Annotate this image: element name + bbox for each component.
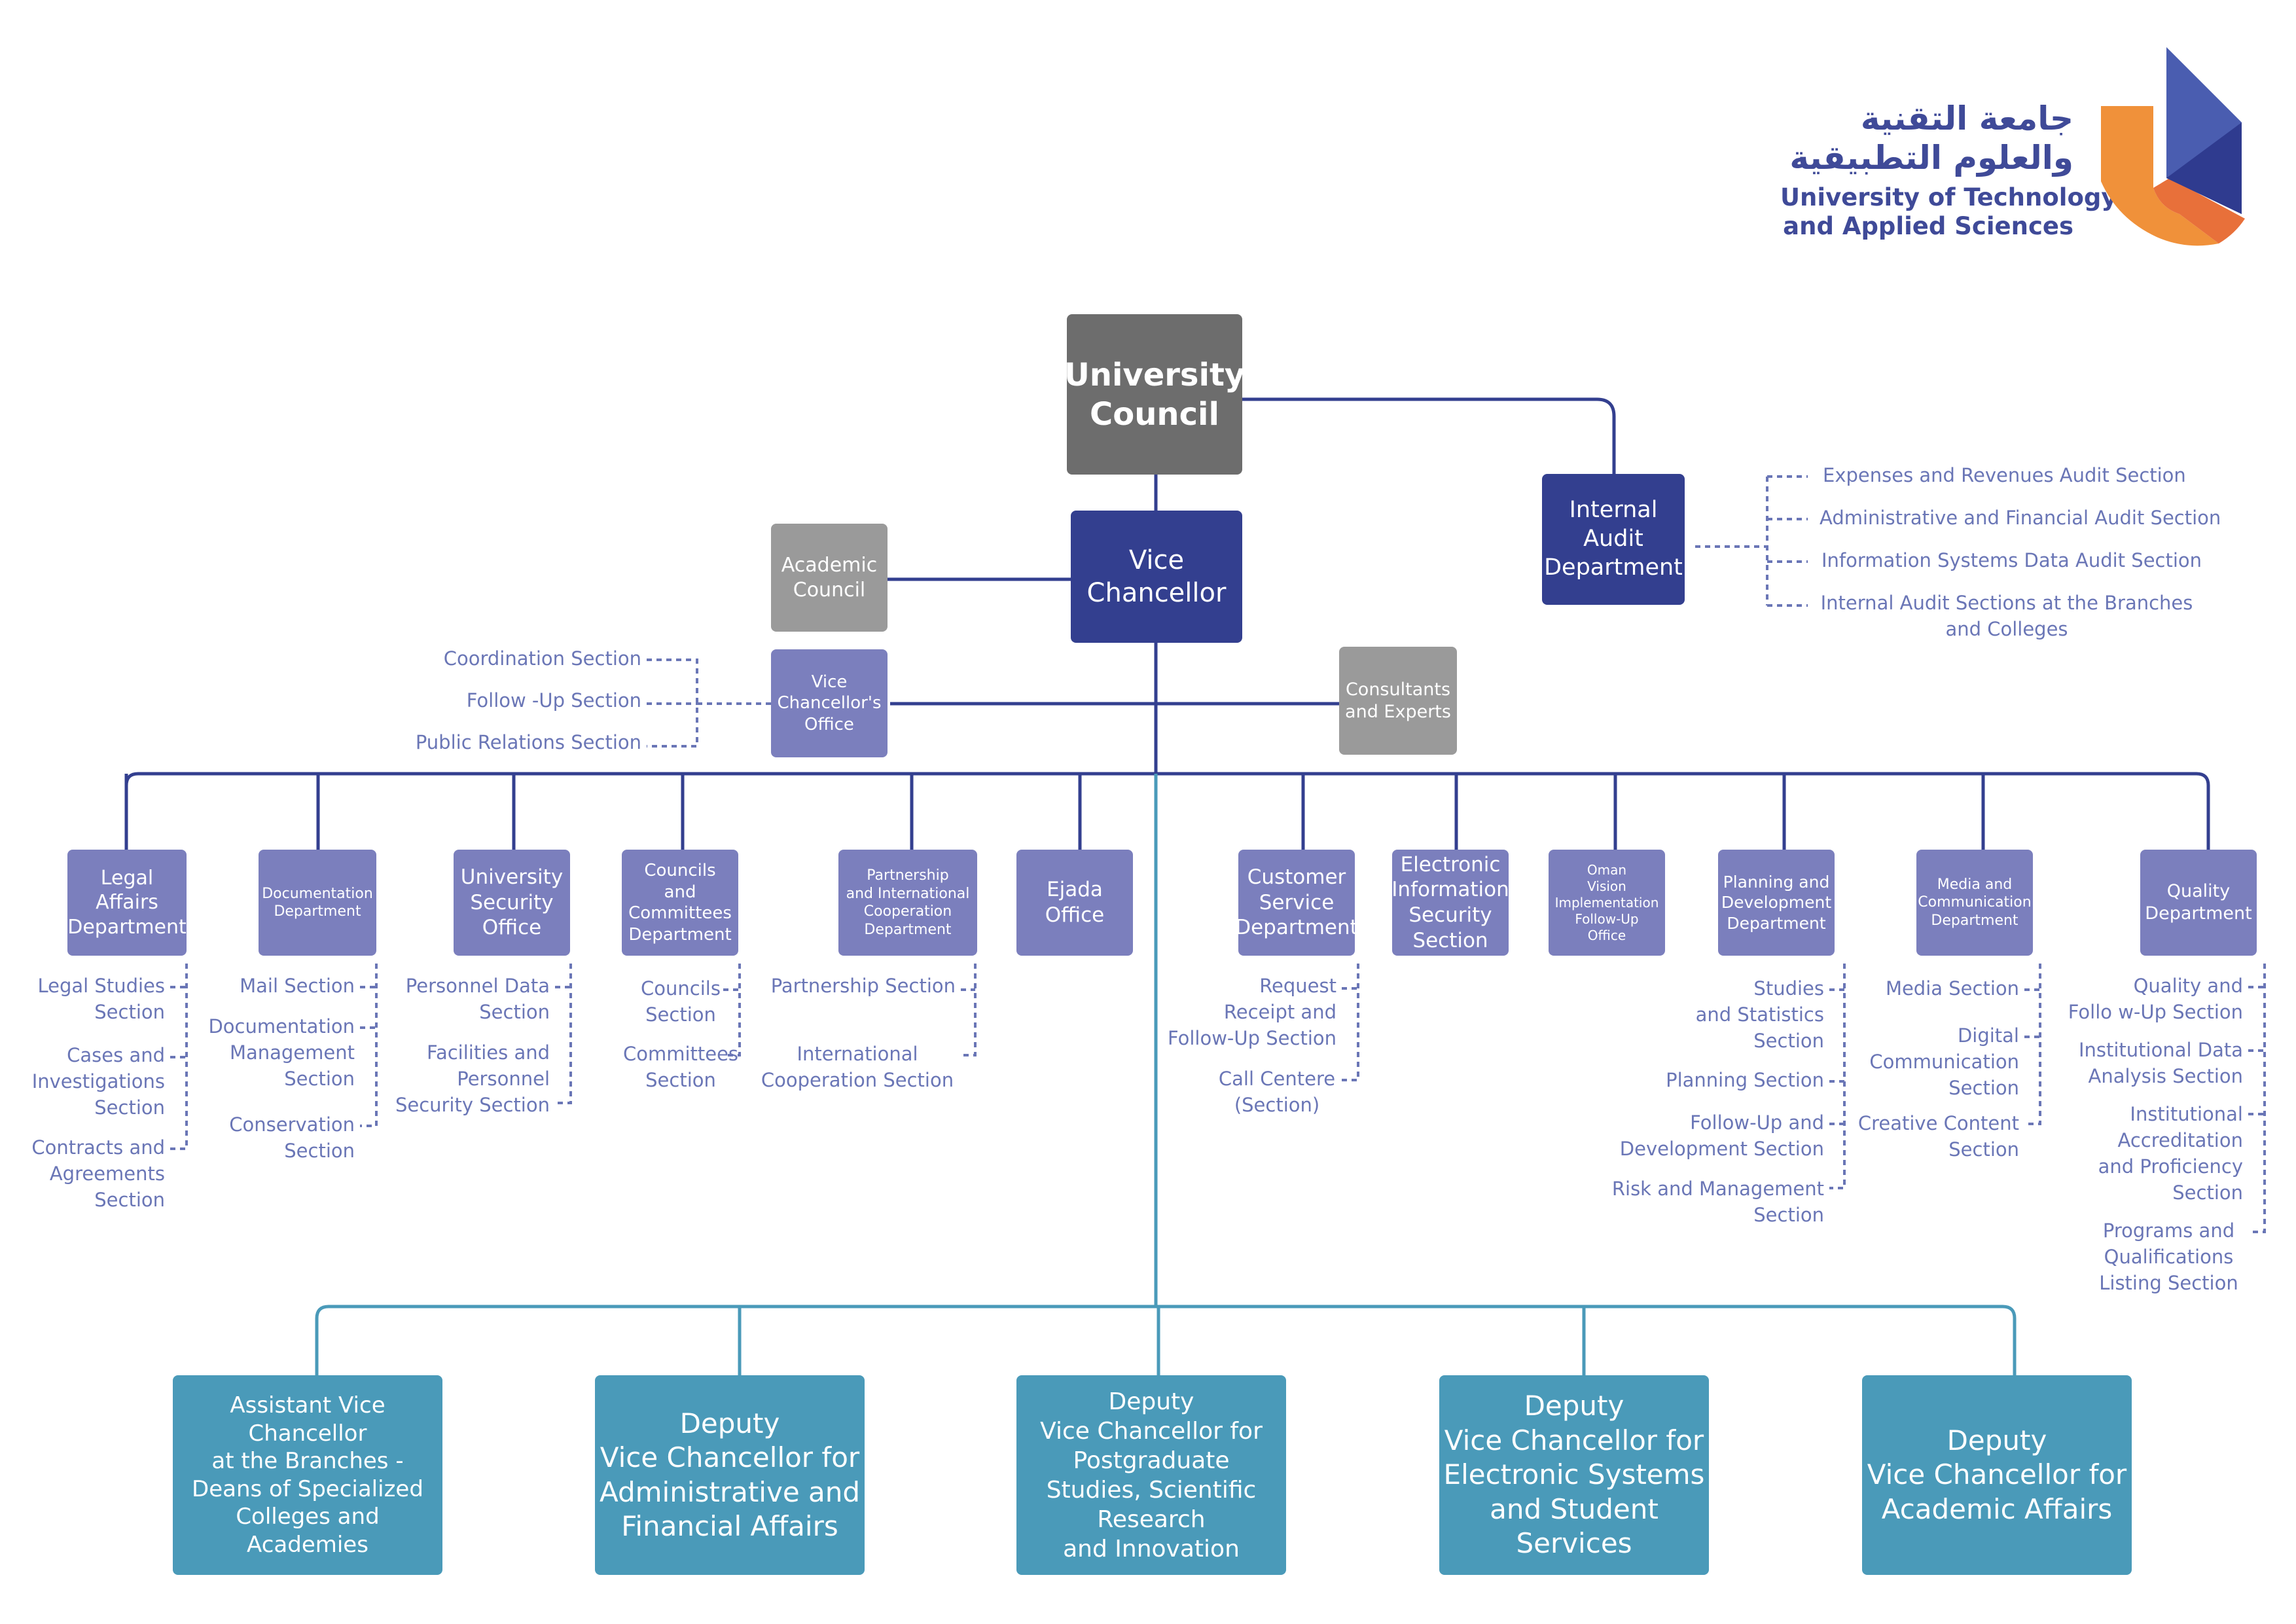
vice-chancellor-label: Vice Chancellor xyxy=(1086,545,1227,608)
audit-section-1: Expenses and Revenues Audit Section xyxy=(1823,464,2186,486)
quality-section-2: Institutional Data Analysis Section xyxy=(2078,1039,2243,1087)
dept-media-communication: Media and Communication Department xyxy=(1916,850,2033,956)
security-section-1: Personnel Data Section xyxy=(405,975,550,1023)
planning-section-1: Studies and Statistics Section xyxy=(1695,977,1824,1052)
dept-ejada-office: Ejada Office xyxy=(1016,850,1133,956)
dept-media-communication-label: Media and Communication Department xyxy=(1918,876,2032,929)
media-section-3: Creative Content Section xyxy=(1857,1112,2019,1161)
media-section-2: Digital Communication Section xyxy=(1869,1024,2019,1099)
audit-section-4: Internal Audit Sections at the Branches … xyxy=(1820,592,2193,640)
office-section-public-relations: Public Relations Section xyxy=(415,731,641,753)
internal-audit-box: Internal Audit Department xyxy=(1542,474,1685,605)
academic-council-box: Academic Council xyxy=(771,524,888,632)
partnership-section-2: International Cooperation Section xyxy=(761,1043,954,1091)
office-section-follow-up: Follow -Up Section xyxy=(466,689,641,712)
media-section-1: Media Section xyxy=(1885,977,2019,1000)
audit-section-2: Administrative and Financial Audit Secti… xyxy=(1820,507,2221,529)
quality-section-1: Quality and Follo w-Up Section xyxy=(2068,975,2243,1023)
dept-councils-committees: Councils and Committees Department xyxy=(622,850,738,956)
quality-section-4: Programs and Qualifications Listing Sect… xyxy=(2099,1219,2238,1294)
dept-electronic-security: Electronic Information Security Section xyxy=(1391,850,1509,956)
logo-english-line1: University of Technology xyxy=(1780,183,2117,211)
consultants-label: Consultants and Experts xyxy=(1345,679,1451,722)
logo-arabic-line2: والعلوم التطبيقية xyxy=(1789,139,2073,177)
university-council-box: University Council xyxy=(1064,314,1246,475)
dept-documentation-label: Documentation Department xyxy=(262,885,373,920)
planning-section-2: Planning Section xyxy=(1666,1069,1824,1091)
customer-section-1: Request Receipt and Follow-Up Section xyxy=(1167,975,1336,1049)
dept-documentation: Documentation Department xyxy=(259,850,376,956)
deputy-electronic-student-label: Deputy Vice Chancellor for Electronic Sy… xyxy=(1443,1390,1705,1560)
vc-office-label: Vice Chancellor's Office xyxy=(777,672,882,734)
dept-legal-affairs: Legal Affairs Department xyxy=(67,850,187,956)
logo-mark-icon xyxy=(2101,47,2245,246)
office-section-coordination: Coordination Section xyxy=(443,647,641,670)
dept-partnership-label: Partnership and International Cooperatio… xyxy=(846,867,970,938)
dept-electronic-security-label: Electronic Information Security Section xyxy=(1391,852,1509,952)
vice-chancellor-box: Vice Chancellor xyxy=(1071,511,1242,643)
doc-section-3: Conservation Section xyxy=(229,1113,355,1162)
dept-customer-service: Customer Service Department xyxy=(1235,850,1358,956)
dept-quality: Quality Department xyxy=(2140,850,2257,956)
academic-council-label: Academic Council xyxy=(781,554,878,602)
internal-audit-label: Internal Audit Department xyxy=(1544,497,1683,581)
dept-quality-label: Quality Department xyxy=(2145,881,2252,924)
deputy-assistant-vc-branches-label: Assistant Vice Chancellor at the Branche… xyxy=(192,1392,423,1558)
councils-section-1: Councils Section xyxy=(641,977,721,1026)
logo-arabic-line1: جامعة التقنية xyxy=(1860,99,2073,137)
deputy-admin-financial-label: Deputy Vice Chancellor for Administrativ… xyxy=(599,1407,861,1543)
logo-english-line2: and Applied Sciences xyxy=(1783,212,2073,240)
customer-section-2: Call Centere (Section) xyxy=(1218,1068,1336,1116)
dept-university-security-label: University Security Office xyxy=(460,865,564,940)
dept-planning-development-label: Planning and Development Department xyxy=(1721,873,1832,933)
legal-section-2: Cases and Investigations Section xyxy=(31,1044,165,1119)
deputy-postgraduate-research: Deputy Vice Chancellor for Postgraduate … xyxy=(1016,1375,1286,1575)
councils-section-2: Committees Section xyxy=(622,1043,739,1091)
doc-section-1: Mail Section xyxy=(240,975,355,997)
deputy-electronic-student: Deputy Vice Chancellor for Electronic Sy… xyxy=(1439,1375,1709,1575)
dept-oman-vision-label: Oman Vision Implementation Follow-Up Off… xyxy=(1554,861,1659,943)
legal-section-3: Contracts and Agreements Section xyxy=(31,1136,165,1211)
planning-section-4: Risk and Management Section xyxy=(1611,1178,1824,1226)
partnership-section-1: Partnership Section xyxy=(770,975,956,997)
dept-legal-affairs-label: Legal Affairs Department xyxy=(67,866,187,939)
dept-customer-service-label: Customer Service Department xyxy=(1235,865,1358,940)
quality-section-3: Institutional Accreditation and Proficie… xyxy=(2098,1103,2243,1204)
planning-section-3: Follow-Up and Development Section xyxy=(1619,1111,1824,1160)
university-council-label: University Council xyxy=(1064,356,1246,433)
consultants-box: Consultants and Experts xyxy=(1339,647,1457,755)
audit-section-3: Information Systems Data Audit Section xyxy=(1821,549,2202,571)
dept-councils-committees-label: Councils and Committees Department xyxy=(628,861,732,945)
deputy-academic-affairs-label: Deputy Vice Chancellor for Academic Affa… xyxy=(1867,1424,2127,1525)
doc-section-2: Documentation Management Section xyxy=(208,1015,355,1090)
dept-planning-development: Planning and Development Department xyxy=(1718,850,1835,956)
legal-section-1: Legal Studies Section xyxy=(37,975,165,1023)
dept-university-security: University Security Office xyxy=(454,850,570,956)
vc-office-box: Vice Chancellor's Office xyxy=(771,649,888,757)
deputy-postgraduate-research-label: Deputy Vice Chancellor for Postgraduate … xyxy=(1040,1388,1263,1562)
deputy-admin-financial: Deputy Vice Chancellor for Administrativ… xyxy=(595,1375,865,1575)
security-section-2: Facilities and Personnel Security Sectio… xyxy=(395,1041,550,1116)
deputy-assistant-vc-branches: Assistant Vice Chancellor at the Branche… xyxy=(173,1375,442,1575)
dept-partnership: Partnership and International Cooperatio… xyxy=(838,850,977,956)
dept-oman-vision: Oman Vision Implementation Follow-Up Off… xyxy=(1549,850,1665,956)
dept-ejada-office-label: Ejada Office xyxy=(1045,878,1105,927)
deputy-academic-affairs: Deputy Vice Chancellor for Academic Affa… xyxy=(1862,1375,2132,1575)
